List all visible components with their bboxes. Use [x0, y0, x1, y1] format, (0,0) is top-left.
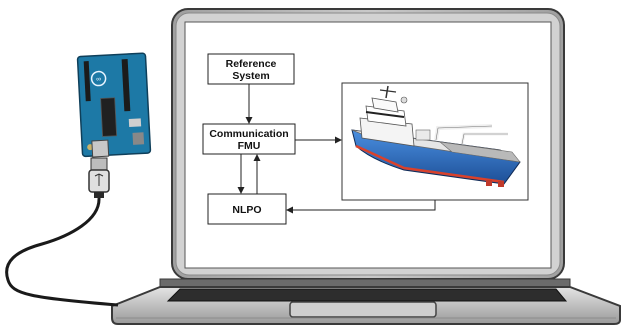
microcontroller-board-icon: ∞ [76, 52, 152, 158]
trackpad [289, 301, 437, 318]
nlpo-label: NLPO [232, 204, 261, 216]
communication-fmu-label-line1: Communication [209, 128, 288, 140]
reference-system-block: Reference System [207, 53, 295, 85]
nlpo-block: NLPO [207, 193, 287, 225]
reference-system-label-line2: System [232, 70, 269, 82]
reference-system-label-line1: Reference [226, 58, 277, 70]
communication-fmu-block: Communication FMU [202, 123, 296, 155]
svg-text:∞: ∞ [96, 76, 101, 83]
keyboard-area [166, 288, 568, 302]
ship-icon [351, 85, 521, 187]
communication-fmu-label-line2: FMU [238, 140, 261, 152]
vessel-model-image [341, 82, 529, 201]
connectors [237, 84, 436, 214]
usb-cable-icon [5, 157, 119, 307]
arrow-vessel-to-nlpo [286, 200, 436, 214]
